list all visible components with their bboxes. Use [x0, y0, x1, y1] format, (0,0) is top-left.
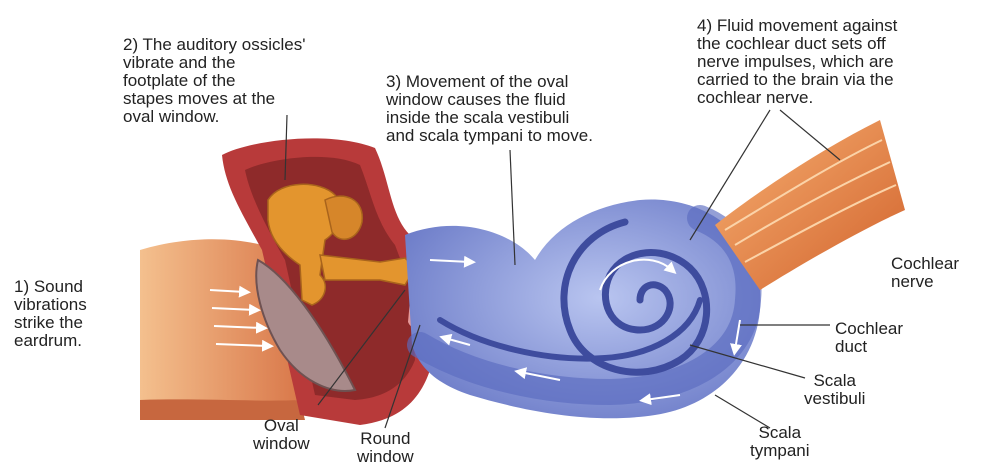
step2-label: 2) The auditory ossicles' vibrate and th… [123, 36, 305, 126]
step1-label: 1) Sound vibrations strike the eardrum. [14, 278, 87, 350]
round-window-label: Round window [357, 430, 414, 466]
scala-tympani-label: Scala tympani [750, 424, 810, 460]
cochlear-nerve [715, 120, 905, 290]
scala-vestibuli-label: Scala vestibuli [804, 372, 865, 408]
step3-label: 3) Movement of the oval window causes th… [386, 73, 593, 145]
cochlear-nerve-label: Cochlear nerve [891, 255, 959, 291]
step4-label: 4) Fluid movement against the cochlear d… [697, 17, 897, 107]
oval-window-label: Oval window [253, 417, 310, 453]
cochlear-duct-label: Cochlear duct [835, 320, 903, 356]
